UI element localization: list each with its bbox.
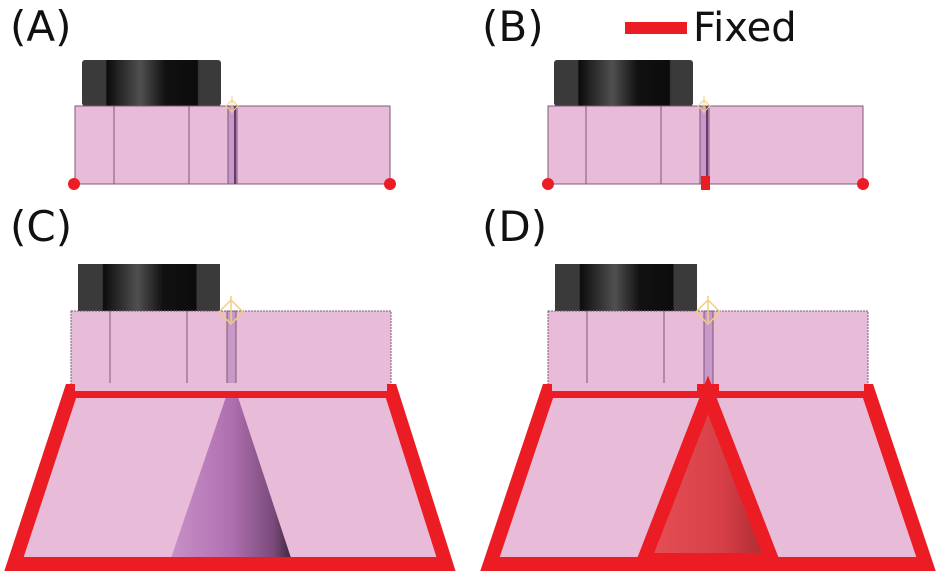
legend-fixed-label: Fixed <box>693 5 797 51</box>
origin-marker-icon <box>697 96 711 114</box>
cover-top <box>75 383 387 391</box>
knob <box>554 60 693 106</box>
knob <box>82 60 221 106</box>
cover-top-right <box>719 383 864 391</box>
legend: Fixed <box>625 8 797 48</box>
fixed-point-left <box>542 178 554 190</box>
fixed-point-right <box>857 178 869 190</box>
origin-marker-icon <box>225 96 239 114</box>
panel-label-a: (A) <box>10 2 72 51</box>
cover-top-left <box>552 383 697 391</box>
panel-c <box>4 264 456 571</box>
panel-label-c: (C) <box>10 202 73 251</box>
knob <box>555 264 697 311</box>
cone <box>170 391 292 561</box>
panel-b <box>542 60 869 190</box>
panel-a <box>68 60 396 190</box>
panel-label-d: (D) <box>482 202 548 251</box>
fixed-point-left <box>68 178 80 190</box>
panel-label-b: (B) <box>482 2 544 51</box>
fixed-channel-bottom <box>701 176 710 190</box>
origin-marker-icon <box>217 296 245 326</box>
origin-marker-icon <box>694 296 722 326</box>
fixed-point-right <box>384 178 396 190</box>
panel-d <box>480 264 936 571</box>
knob <box>78 264 220 311</box>
legend-fixed-swatch <box>625 22 687 34</box>
cone <box>644 395 772 560</box>
